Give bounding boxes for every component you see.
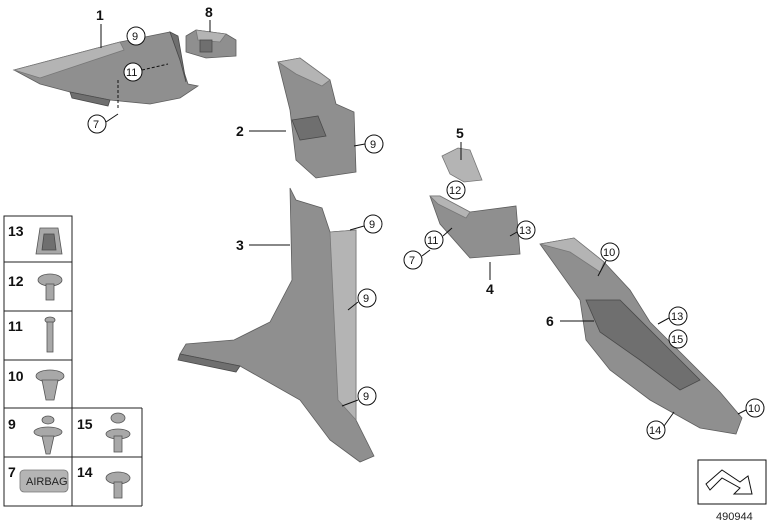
legend-number-12: 12 (8, 273, 24, 289)
callout-13: 13 (519, 225, 531, 237)
legend-number-14: 14 (77, 464, 93, 480)
part-4-panel (429, 195, 521, 259)
callout-7-b: 7 (409, 255, 415, 267)
callout-9-d: 9 (363, 293, 369, 305)
callout-11: 11 (126, 67, 137, 79)
callout-9-b: 9 (370, 139, 376, 151)
legend-number-10: 10 (8, 368, 24, 384)
legend-number-11: 11 (8, 318, 23, 334)
hardware-legend: AIRBAG (3, 215, 143, 507)
reference-code: 490944 (716, 511, 753, 523)
reference-arrow-box (697, 459, 767, 505)
part-number-3: 3 (236, 237, 244, 253)
part-number-6: 6 (546, 313, 554, 329)
airbag-cover-icon (19, 469, 69, 493)
push-rivet-icon (41, 415, 55, 425)
callout-12: 12 (449, 185, 461, 197)
callout-10-b: 10 (748, 403, 760, 415)
part-number-8: 8 (205, 4, 213, 20)
legend-number-7: 7 (8, 464, 16, 480)
legend-number-9: 9 (8, 416, 16, 432)
part-5-cover (441, 147, 483, 183)
part-number-2: 2 (236, 123, 244, 139)
part-number-5: 5 (456, 125, 464, 141)
part-2-pillar-cover (276, 57, 357, 179)
callout-14: 14 (649, 425, 661, 437)
callout-15: 15 (671, 334, 683, 346)
part-8-bracket (185, 29, 237, 59)
callout-10: 10 (603, 247, 615, 259)
part-3-b-pillar (177, 187, 375, 463)
part-number-1: 1 (96, 7, 104, 23)
orientation-arrow-icon (705, 469, 753, 495)
callout-9-e: 9 (363, 391, 369, 403)
legend-number-15: 15 (77, 416, 93, 432)
callout-7: 7 (93, 119, 99, 131)
callout-13-b: 13 (671, 311, 683, 323)
callout-11-b: 11 (427, 235, 438, 247)
part-6-c-pillar (539, 237, 743, 435)
callout-9-c: 9 (369, 219, 375, 231)
rivet-icon (110, 412, 126, 424)
legend-number-13: 13 (8, 223, 24, 239)
part-number-4: 4 (486, 281, 494, 297)
airbag-cover-text: AIRBAG (26, 476, 68, 488)
part-1-trim (12, 31, 200, 107)
callout-9: 9 (132, 31, 138, 43)
